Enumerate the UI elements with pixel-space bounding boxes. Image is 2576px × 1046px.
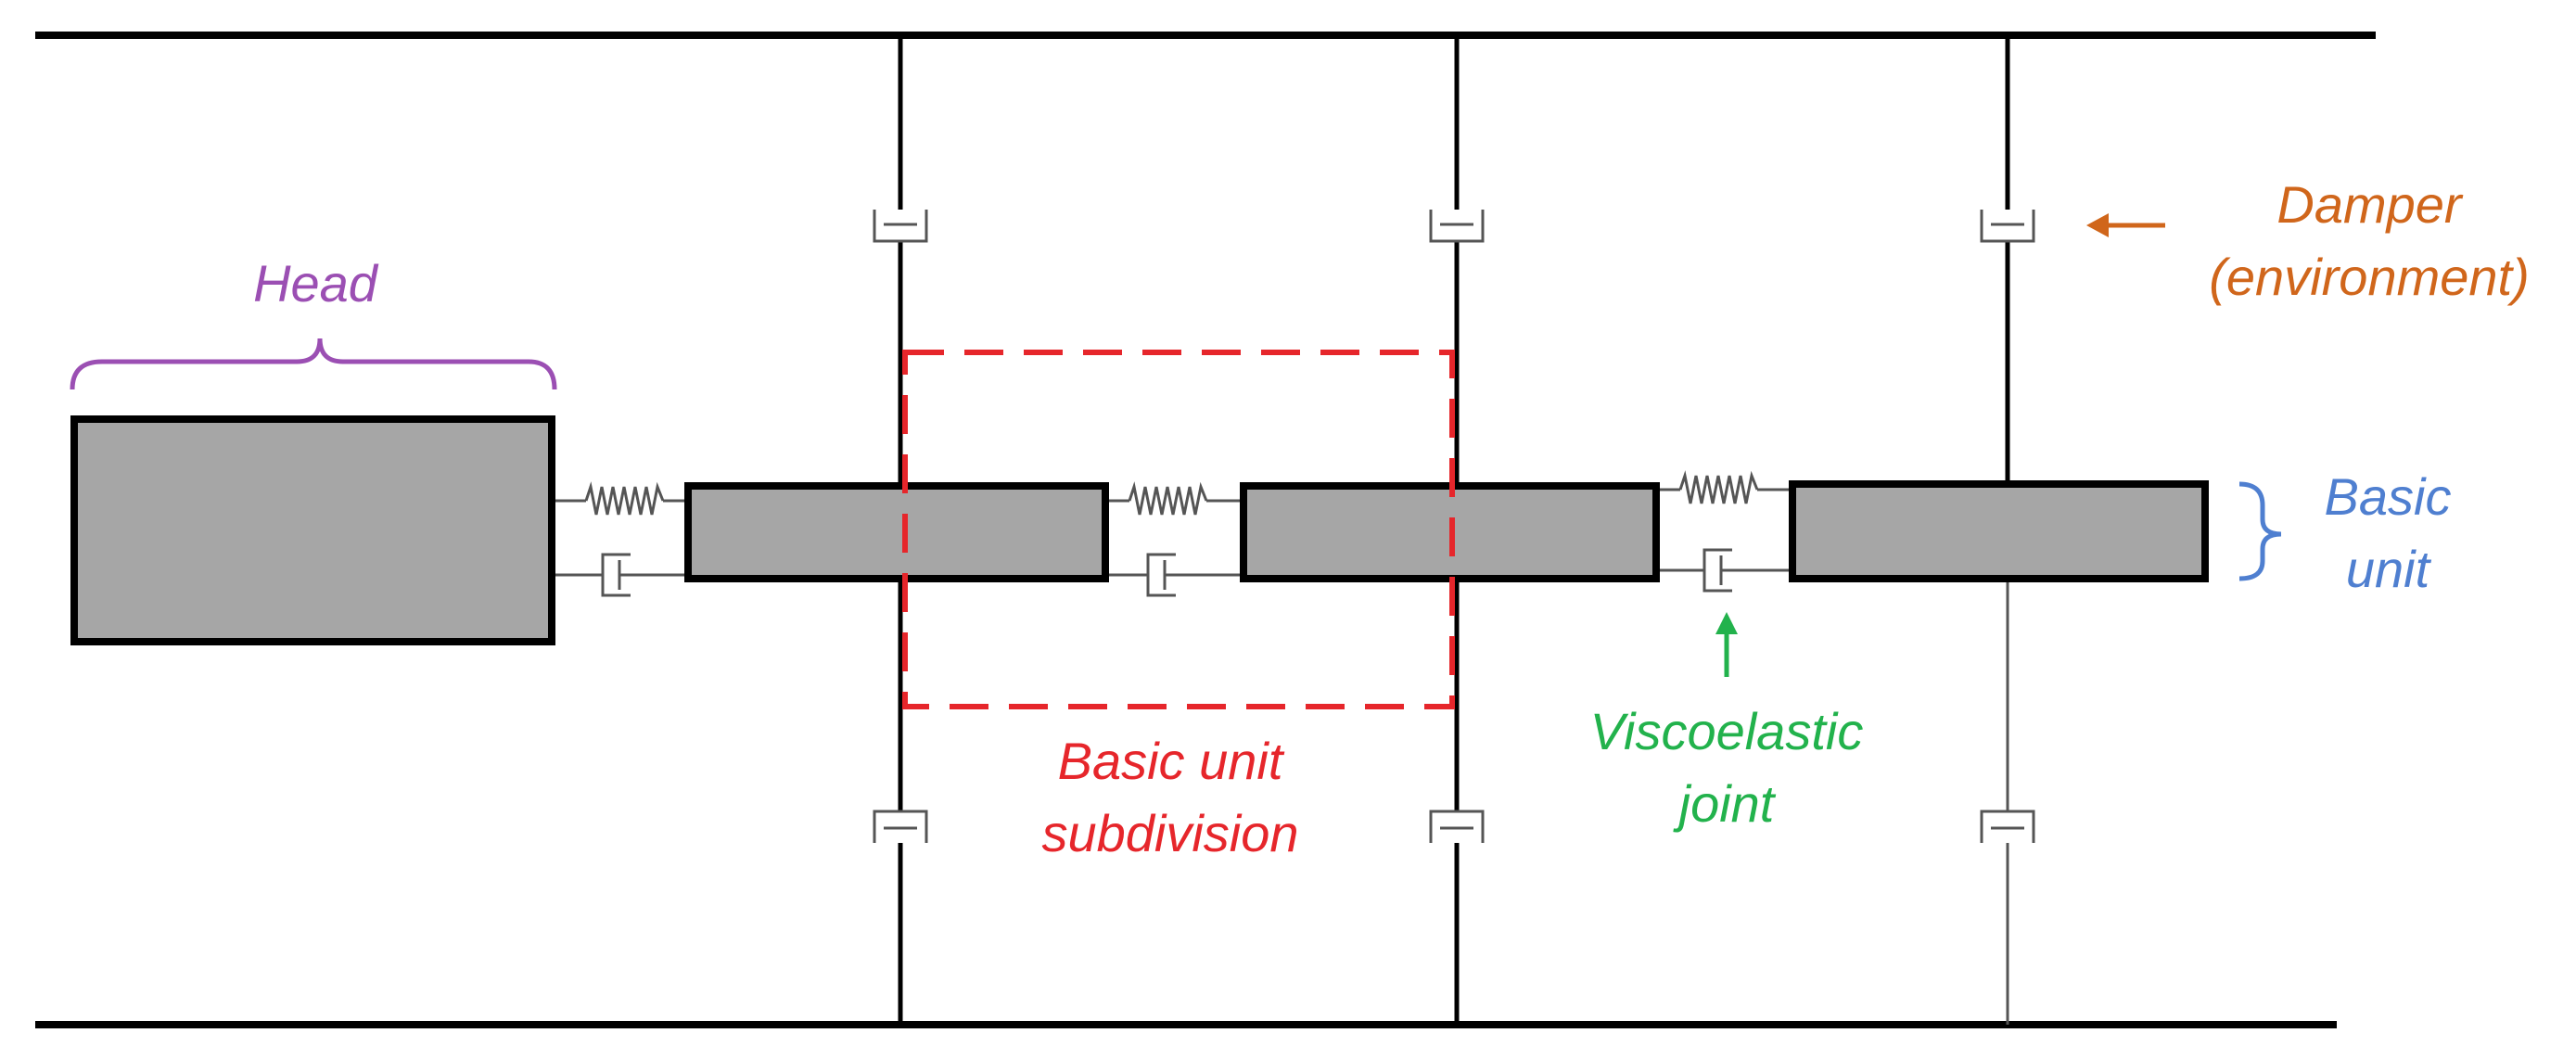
damper-icon — [1429, 210, 1485, 243]
basic-unit-block — [684, 482, 1109, 582]
curly-brace-icon — [70, 338, 557, 390]
viscoelastic-label: Viscoelastic — [1590, 702, 1864, 760]
subdivision-label: Basic unit — [1058, 732, 1285, 790]
damper-icon — [873, 210, 928, 243]
viscoelastic-joint — [1106, 481, 1243, 597]
damper-label-sub: (environment) — [2209, 248, 2529, 306]
basic-unit-label-sub: unit — [2346, 540, 2432, 598]
subdivision-label-sub: subdivision — [1041, 804, 1298, 862]
curly-brace-icon — [2238, 481, 2282, 581]
basic-unit-block — [1789, 480, 2209, 582]
head-block — [70, 415, 555, 645]
subdivision-box — [902, 350, 1455, 709]
damper-icon — [1980, 810, 2035, 843]
damper-icon — [1980, 210, 2035, 243]
damper-icon — [873, 810, 928, 843]
damper-icon — [1429, 810, 1485, 843]
arrow-icon — [1715, 612, 1738, 677]
viscoelastic-label-sub: joint — [1673, 774, 1777, 833]
head-label: Head — [253, 254, 379, 313]
arrow-icon — [2086, 213, 2165, 237]
basic-unit-label: Basic — [2325, 467, 2452, 526]
viscoelastic-joint — [1657, 470, 1792, 593]
viscoelastic-joint — [555, 481, 688, 597]
damper-label: Damper — [2276, 175, 2464, 234]
